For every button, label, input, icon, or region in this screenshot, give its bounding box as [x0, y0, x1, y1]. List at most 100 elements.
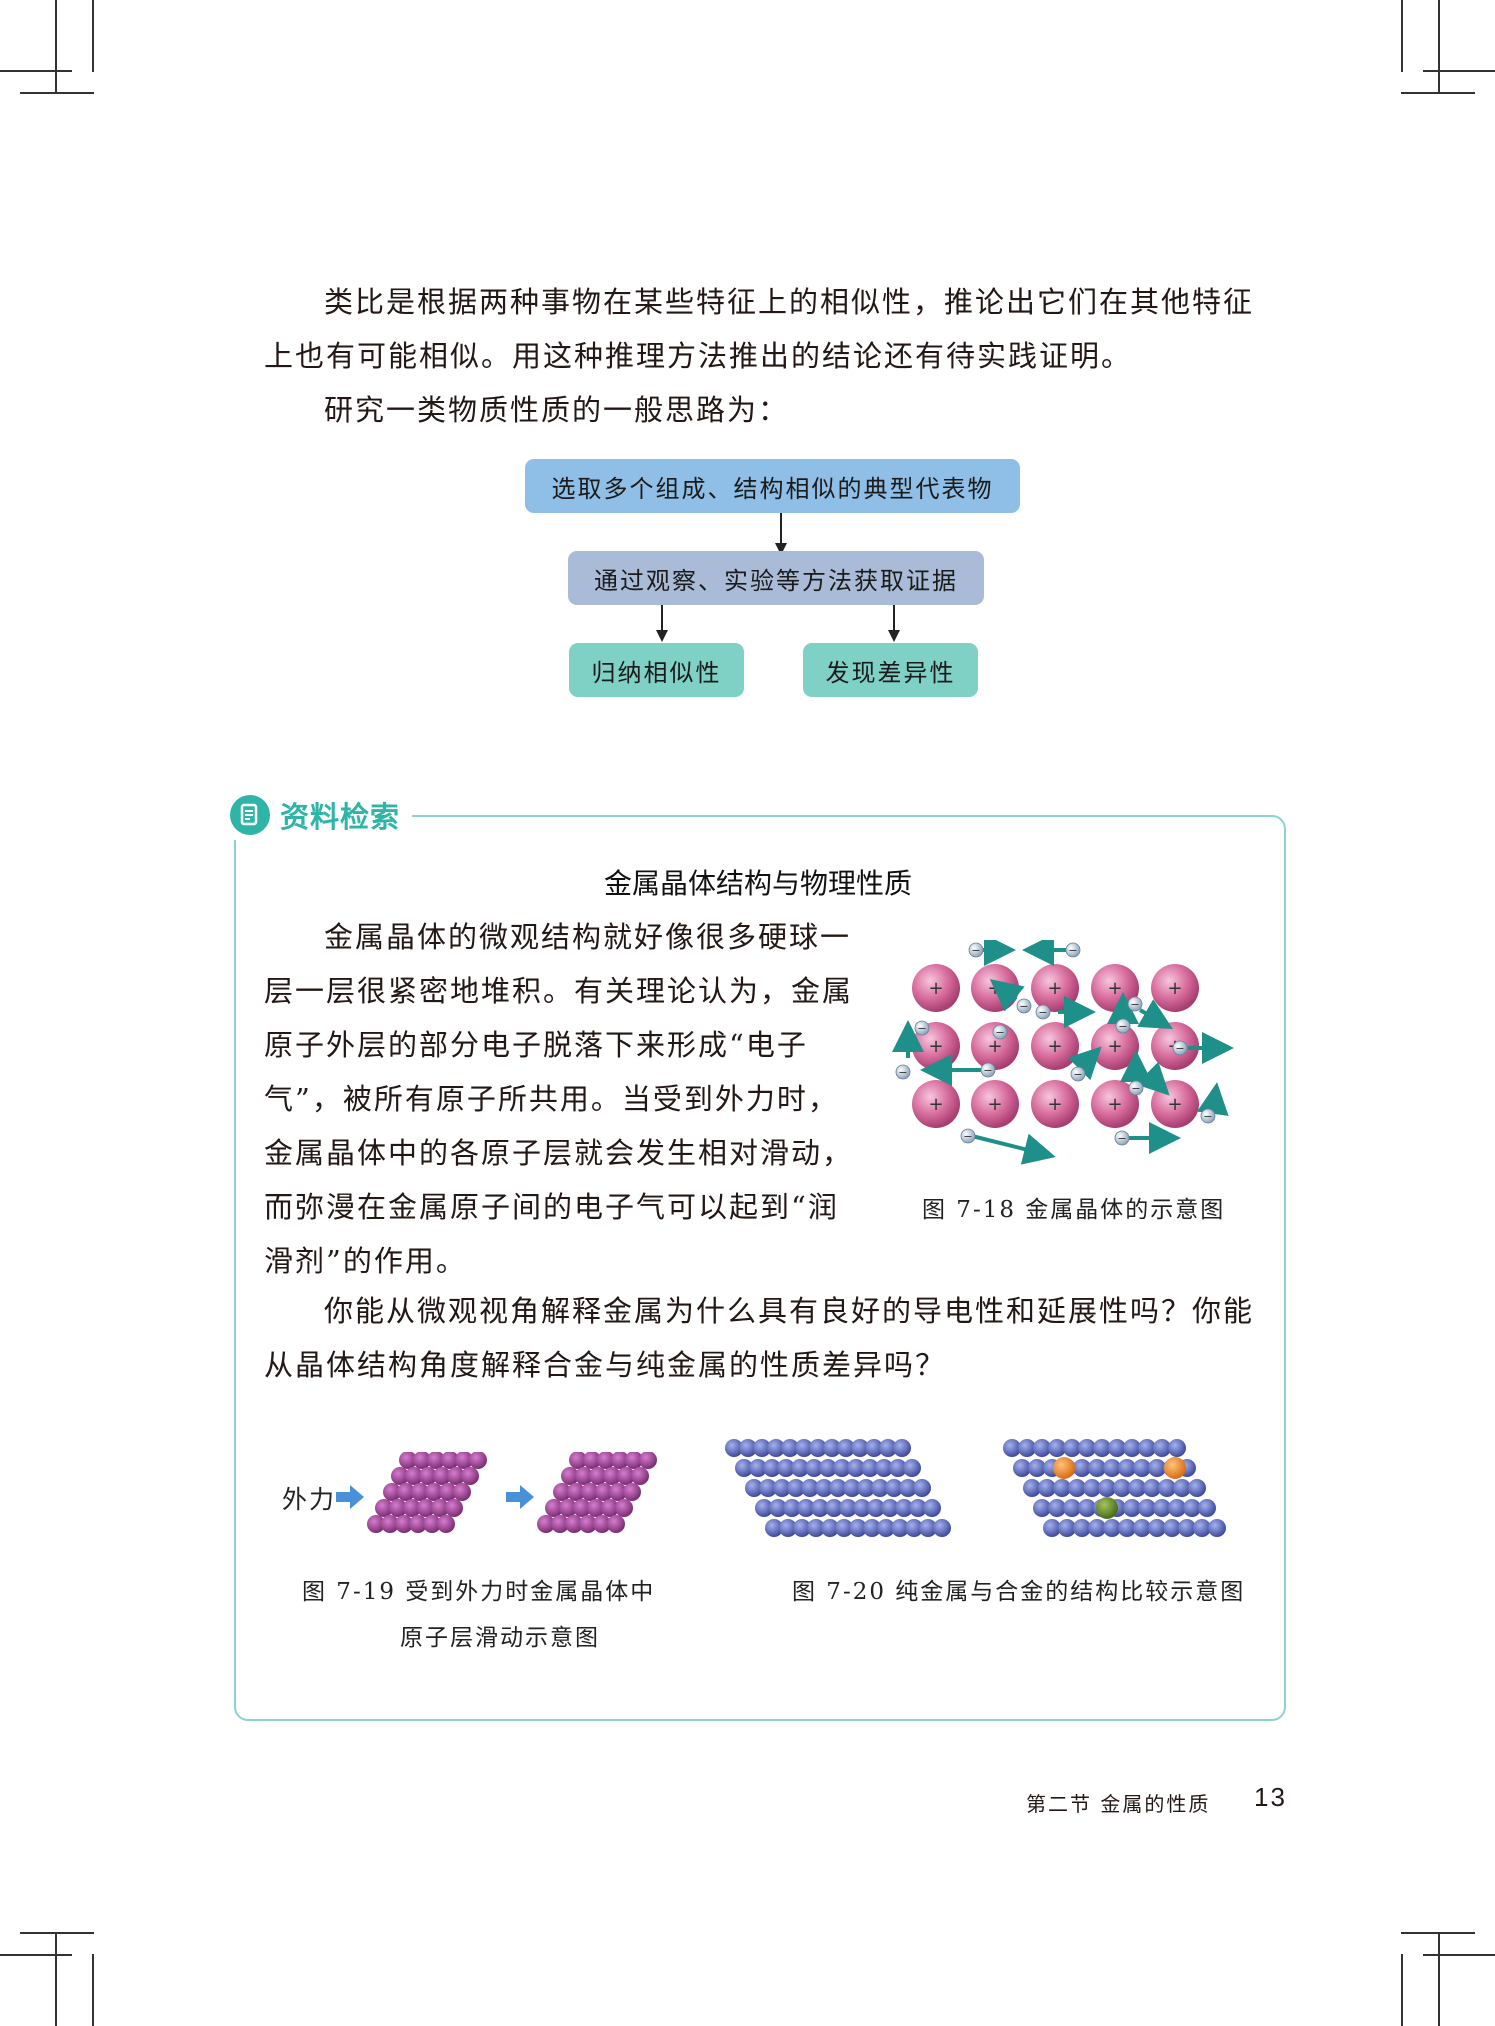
atom	[413, 1452, 431, 1469]
free-electron	[1016, 998, 1032, 1014]
pure-metal-atom	[793, 1519, 811, 1537]
pure-metal-atom	[853, 1499, 871, 1517]
pure-metal-atom	[735, 1459, 753, 1477]
free-electron	[914, 1020, 930, 1036]
flow-arrow	[661, 605, 663, 633]
atom	[455, 1452, 473, 1469]
external-force-label: 外力	[282, 1485, 337, 1514]
atom	[367, 1515, 385, 1533]
electron-motion-arrow	[971, 1133, 1056, 1165]
pure-metal-atom	[909, 1499, 927, 1517]
atom	[631, 1467, 649, 1485]
pure-metal-atom	[879, 1439, 897, 1457]
atom	[607, 1515, 625, 1533]
electron-charge: −	[983, 1064, 992, 1077]
electron-charge: −	[1130, 998, 1139, 1011]
host-metal-atom	[1038, 1479, 1056, 1497]
electron-motion-arrow	[1196, 1082, 1229, 1116]
pure-metal-atom	[797, 1499, 815, 1517]
approach-paragraph: 研究一类物质性质的一般思路为：	[324, 393, 790, 427]
pure-metal-atom	[759, 1479, 777, 1497]
pure-metal-atom	[857, 1479, 875, 1497]
free-electron	[1065, 942, 1081, 958]
pure-metal-atom	[821, 1519, 839, 1537]
atom	[589, 1467, 607, 1485]
footer-section-title: 第二节 金属的性质	[1026, 1792, 1211, 1816]
atom	[403, 1499, 421, 1517]
flow-arrow-head	[888, 630, 900, 642]
host-metal-atom	[1078, 1439, 1096, 1457]
atom	[437, 1515, 455, 1533]
host-metal-atom	[1098, 1479, 1116, 1497]
host-metal-atom	[1063, 1439, 1081, 1457]
pure-metal-atom	[755, 1499, 773, 1517]
atom	[447, 1467, 465, 1485]
host-metal-atom	[1018, 1439, 1036, 1457]
atom	[411, 1483, 429, 1501]
flow-step-summarize-similarity: 归纳相似性	[569, 643, 744, 697]
host-metal-atom	[1108, 1439, 1126, 1457]
pure-metal-atom	[843, 1479, 861, 1497]
host-metal-atom	[1138, 1439, 1156, 1457]
ion-charge: +	[1107, 1036, 1122, 1057]
host-metal-atom	[1088, 1519, 1106, 1537]
pure-metal-atom	[891, 1519, 909, 1537]
free-electron	[1115, 1018, 1131, 1034]
atom	[617, 1467, 635, 1485]
atom	[597, 1452, 615, 1469]
figure-7-19-caption-line2: 原子层滑动示意图	[400, 1625, 600, 1651]
host-metal-atom	[1073, 1459, 1091, 1477]
pure-metal-atom	[807, 1519, 825, 1537]
pure-metal-atom	[823, 1439, 841, 1457]
host-metal-atom	[1123, 1499, 1141, 1517]
atom	[559, 1499, 577, 1517]
pure-metal-atom	[849, 1519, 867, 1537]
host-metal-atom	[1153, 1439, 1171, 1457]
ion-charge: +	[928, 978, 943, 999]
pure-metal-atom	[773, 1479, 791, 1497]
atom	[575, 1467, 593, 1485]
pure-metal-atom	[863, 1519, 881, 1537]
pure-metal-atom	[835, 1519, 853, 1537]
pure-metal-atom	[839, 1499, 857, 1517]
atom	[469, 1452, 487, 1469]
pure-metal-atom	[851, 1439, 869, 1457]
ion-charge: +	[1047, 1094, 1062, 1115]
electron-charge: −	[917, 1022, 926, 1035]
free-electron	[895, 1064, 911, 1080]
pure-metal-atom	[739, 1439, 757, 1457]
ion-charge: +	[987, 1036, 1002, 1057]
atom	[587, 1499, 605, 1517]
host-metal-atom	[1088, 1459, 1106, 1477]
electron-charge: −	[963, 1130, 972, 1143]
atom	[391, 1467, 409, 1485]
flow-step-select-representatives: 选取多个组成、结构相似的典型代表物	[525, 459, 1020, 513]
page-number: 13	[1254, 1782, 1287, 1812]
atom	[397, 1483, 415, 1501]
atom	[423, 1515, 441, 1533]
pure-metal-atom	[895, 1499, 913, 1517]
atom	[425, 1483, 443, 1501]
atom	[383, 1483, 401, 1501]
ion-charge: +	[1047, 978, 1062, 999]
atom	[537, 1515, 555, 1533]
electron-charge: −	[1131, 1082, 1140, 1095]
atom	[405, 1467, 423, 1485]
pure-metal-atom	[779, 1519, 797, 1537]
pure-metal-atom	[749, 1459, 767, 1477]
sliding-layers-diagram	[336, 1452, 657, 1533]
atom	[609, 1483, 627, 1501]
host-metal-atom	[1128, 1479, 1146, 1497]
host-metal-atom	[1123, 1439, 1141, 1457]
atom	[603, 1467, 621, 1485]
pure-metal-atom	[725, 1439, 743, 1457]
host-metal-atom	[1013, 1459, 1031, 1477]
electron-motion-arrow	[1137, 999, 1173, 1029]
ion-charge: +	[1047, 1036, 1062, 1057]
atom	[567, 1483, 585, 1501]
electron-charge: −	[1019, 1000, 1028, 1013]
atom	[395, 1515, 413, 1533]
host-metal-atom	[1113, 1479, 1131, 1497]
thinking-question: 你能从微观视角解释金属为什么具有良好的导电性和延展性吗？你能从晶体结构角度解释合…	[264, 1294, 1255, 1382]
pure-metal-atom	[875, 1459, 893, 1477]
